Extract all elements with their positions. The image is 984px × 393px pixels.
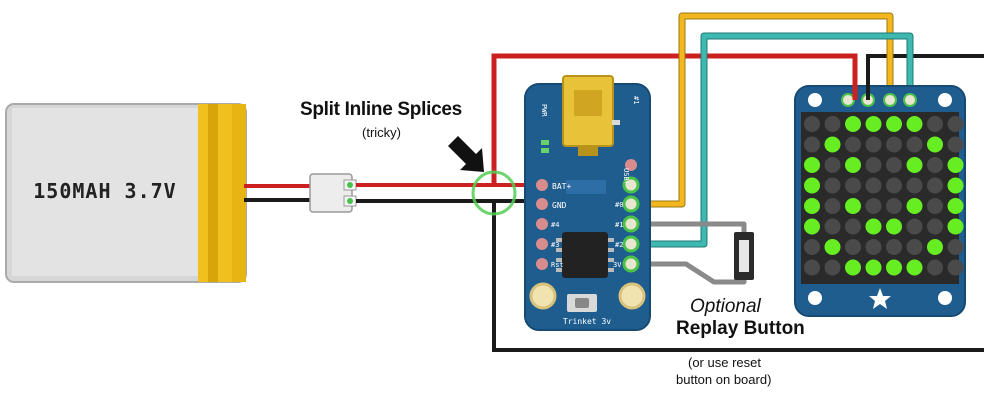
pin-label-4: #4: [551, 221, 559, 229]
led-pixel: [927, 218, 943, 235]
led-pixel: [865, 157, 882, 173]
led-pixel: [927, 259, 943, 276]
led-pixel: [804, 259, 820, 276]
button-wire-2: [640, 261, 747, 285]
led-pixel: [865, 239, 882, 255]
logo-icon: [869, 288, 891, 309]
led-pixel: [865, 198, 882, 214]
led-pixel: [927, 136, 943, 153]
reset-note-line2: button on board): [676, 372, 772, 387]
led-pixel: [804, 116, 820, 132]
led-pixel: [886, 157, 902, 173]
led-pixel: [804, 239, 820, 255]
pin-label-rst: Rst: [551, 261, 564, 269]
led-matrix-board: [794, 85, 966, 317]
teal-wire: [640, 33, 913, 247]
led-pixel: [906, 177, 923, 194]
led-pixel: [824, 239, 841, 255]
led-pixel: [845, 198, 861, 214]
splice-arrow-icon: [448, 136, 484, 172]
led-pixel: [865, 218, 882, 235]
led-pixel: [886, 218, 902, 235]
led-pixel: [927, 157, 943, 173]
led-pixel: [906, 157, 923, 173]
splice-ring: [471, 170, 517, 216]
led-pixel: [824, 198, 841, 214]
led-pixel: [906, 218, 923, 235]
battery-label: 150MAH 3.7V: [33, 179, 176, 203]
led-pixel: [927, 177, 943, 194]
led-pixel: [947, 136, 964, 153]
led-pixel: [824, 116, 841, 132]
label-pwr: PWR: [540, 104, 548, 117]
led-pixel: [906, 116, 923, 132]
splice-label: Split Inline Splices: [300, 99, 462, 120]
button-label-title: Replay Button: [676, 318, 805, 339]
pin-label-0: #0: [615, 201, 623, 209]
led-pixel: [947, 218, 964, 235]
led-pixel: [845, 157, 861, 173]
led-pixel: [886, 239, 902, 255]
led-pixel: [845, 116, 861, 132]
jst-connector: [309, 173, 357, 213]
black-ground-bus-bottom: [492, 201, 984, 352]
led-pixel: [947, 177, 964, 194]
led-pixel: [865, 136, 882, 153]
yellow-wire: [640, 13, 893, 207]
pin-label-3v: 3V: [613, 261, 622, 269]
led-pixel: [927, 239, 943, 255]
label-usb: USB+: [622, 168, 630, 185]
pin-label-3: #3: [551, 241, 559, 249]
led-pixel: [906, 259, 923, 276]
battery: 150MAH 3.7V: [5, 103, 247, 283]
button-label-optional: Optional: [690, 296, 761, 317]
led-pixel: [906, 239, 923, 255]
trinket-board: BAT+ GND #0 #1 #2 3V #4 #3 Rst PWR #1 US…: [524, 75, 651, 331]
led-pixel: [804, 218, 820, 235]
led-pixel: [906, 198, 923, 214]
led-pixel: [865, 116, 882, 132]
led-pixel: [824, 218, 841, 235]
led-pixel: [804, 177, 820, 194]
led-pixel: [927, 116, 943, 132]
pin-label-bat: BAT+: [552, 182, 571, 191]
led-pixel: [845, 218, 861, 235]
led-pixel: [886, 198, 902, 214]
led-pixel: [865, 259, 882, 276]
button-wire-1: [640, 221, 747, 236]
pin-label-gnd: GND: [552, 201, 567, 210]
led-pixel: [845, 259, 861, 276]
reset-note-line1: (or use reset: [688, 355, 761, 370]
splice-sublabel: (tricky): [362, 125, 401, 140]
replay-button: [734, 232, 754, 280]
pin-label-1: #1: [615, 221, 623, 229]
led-pixel: [886, 116, 902, 132]
led-pixel: [947, 198, 964, 214]
led-pixel: [845, 177, 861, 194]
led-pixel: [927, 198, 943, 214]
led-pixel: [886, 177, 902, 194]
led-pixel: [824, 157, 841, 173]
led-pixel: [947, 157, 964, 173]
led-pixel: [824, 136, 841, 153]
led-pixel: [947, 239, 964, 255]
label-top-right: #1: [632, 96, 640, 104]
led-grid: [804, 116, 964, 276]
pin-label-2: #2: [615, 241, 623, 249]
led-pixel: [804, 157, 820, 173]
led-pixel: [845, 136, 861, 153]
led-pixel: [824, 259, 841, 276]
led-pixel: [947, 116, 964, 132]
led-pixel: [865, 177, 882, 194]
led-pixel: [824, 177, 841, 194]
led-pixel: [886, 136, 902, 153]
led-pixel: [886, 259, 902, 276]
led-pixel: [947, 259, 964, 276]
led-pixel: [906, 136, 923, 153]
led-pixel: [845, 239, 861, 255]
led-pixel: [804, 198, 820, 214]
led-pixel: [804, 136, 820, 153]
board-name: Trinket 3v: [563, 317, 611, 326]
